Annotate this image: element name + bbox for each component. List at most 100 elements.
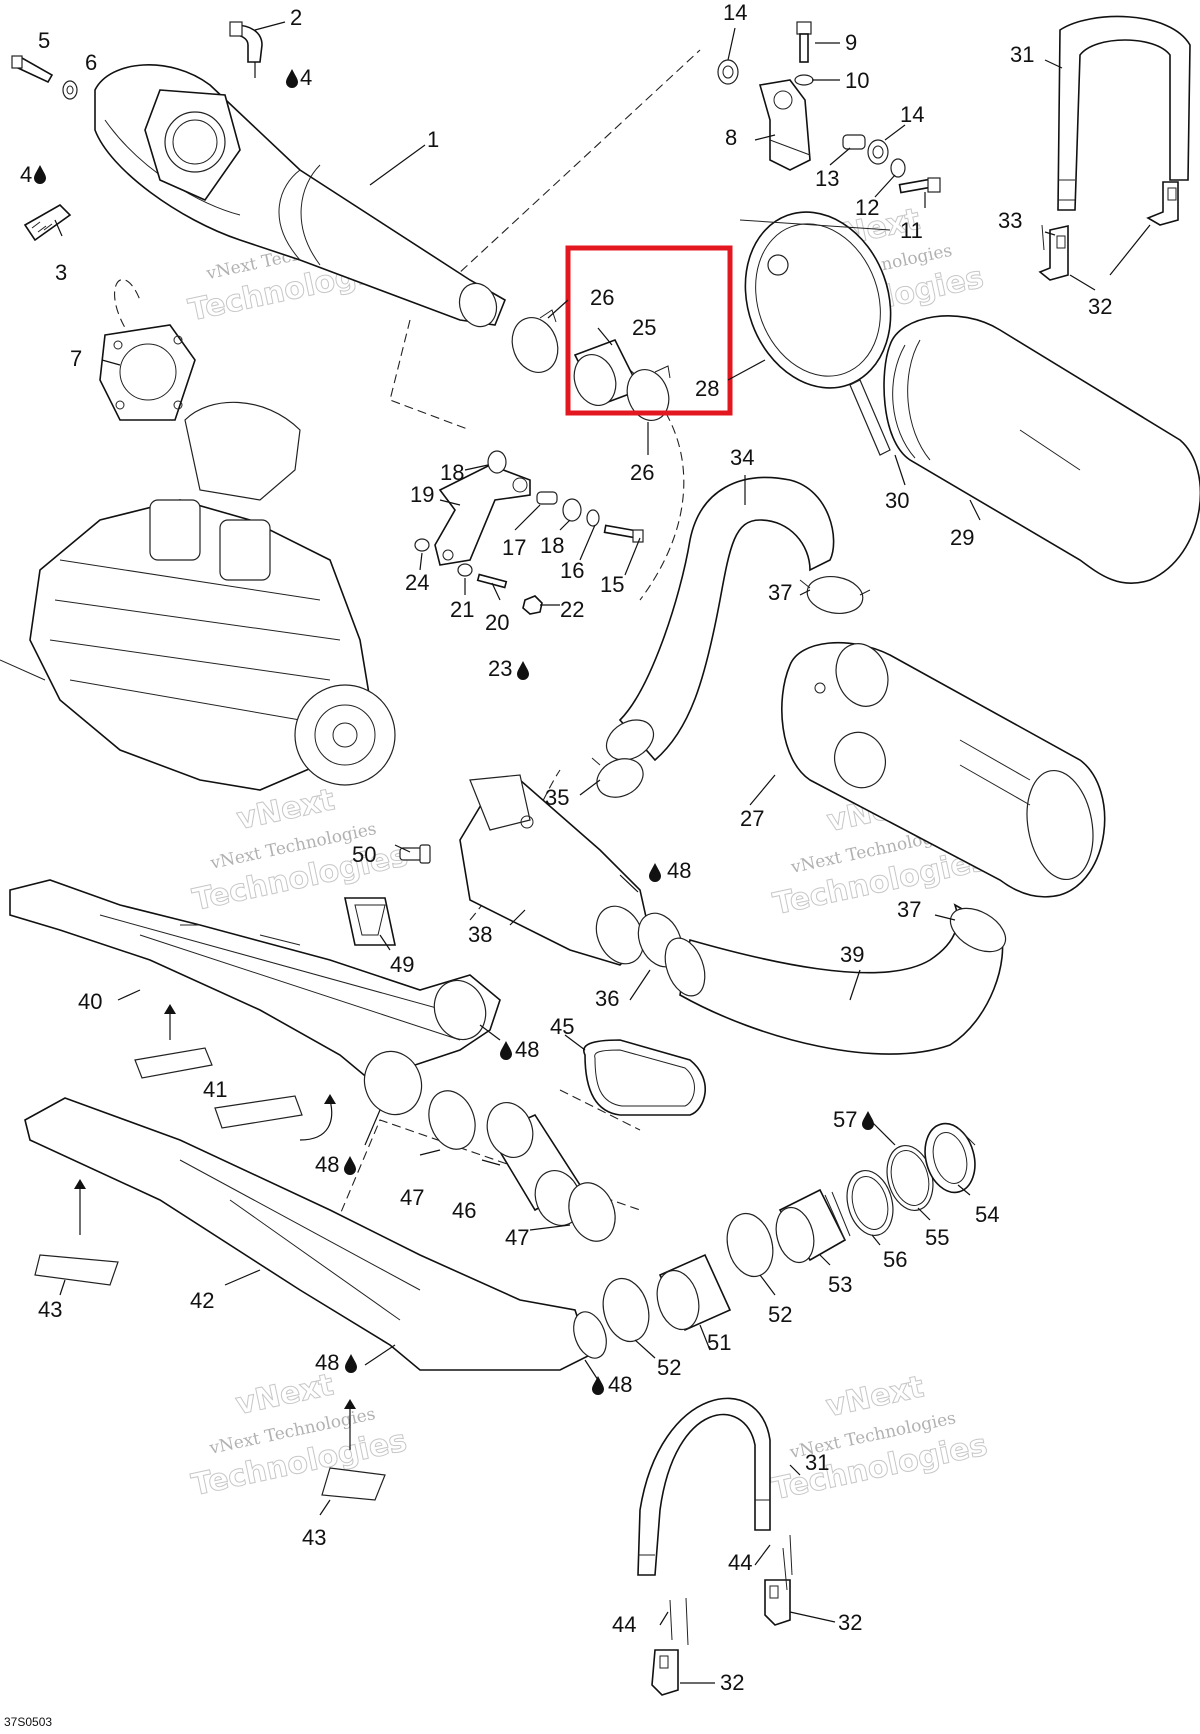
drop-icon (345, 1354, 357, 1373)
washer-10 (794, 74, 814, 86)
callout-50: 50 (352, 842, 376, 867)
grommet-18 (562, 498, 582, 522)
washer-16 (586, 509, 600, 527)
callout-43-bottom: 43 (302, 1525, 326, 1550)
callout-44-lower: 44 (612, 1612, 636, 1637)
decal-41-a (134, 1004, 213, 1079)
drop-icon (517, 661, 529, 680)
pipe-42 (24, 1097, 607, 1371)
callout-34: 34 (730, 445, 754, 470)
callout-31-bottom: 31 (805, 1450, 829, 1475)
gasket-56 (846, 1170, 894, 1236)
callout-11: 11 (900, 218, 923, 243)
callout-54: 54 (975, 1202, 999, 1227)
clip-49 (344, 897, 396, 946)
callout-18: 18 (540, 533, 564, 558)
o-ring-55 (886, 1145, 934, 1211)
callout-24: 24 (405, 570, 429, 595)
callout-44-upper: 44 (728, 1550, 752, 1575)
washer-12 (890, 158, 906, 178)
decal-41-b (214, 1094, 336, 1141)
callout-8: 8 (725, 125, 737, 150)
silencer-27 (781, 641, 1106, 898)
gasket-7 (99, 324, 196, 421)
callout-36: 36 (595, 986, 619, 1011)
outlet-53 (775, 1188, 851, 1264)
bracket-32-top (1146, 181, 1179, 226)
decal-43-top (34, 1179, 119, 1286)
hose-51 (656, 1253, 732, 1332)
callout-4-left: 4 (20, 162, 32, 187)
callout-22: 22 (560, 597, 584, 622)
washer-21 (457, 563, 473, 577)
callout-47-right: 47 (505, 1225, 529, 1250)
clamp-37-top (799, 576, 871, 614)
callout-14-right: 14 (900, 102, 924, 127)
callout-26-top: 26 (590, 285, 614, 310)
callout-48-a: 48 (667, 858, 691, 883)
pipe-flange (144, 89, 241, 201)
grommet-14-top (717, 59, 739, 85)
callout-31-top: 31 (1010, 42, 1034, 67)
callout-20: 20 (485, 610, 509, 635)
bolt-9 (796, 21, 812, 63)
callout-37-top: 37 (768, 580, 792, 605)
clamp-26-right (626, 365, 671, 421)
rivet-44-upper (782, 1534, 793, 1591)
decal-43-bottom (321, 1399, 386, 1501)
svg-text:vNext: vNext (233, 1367, 337, 1422)
clamp-52-left (602, 1277, 650, 1343)
callout-4-right: 4 (300, 65, 312, 90)
callout-2: 2 (290, 5, 302, 30)
coupling-25 (573, 338, 642, 407)
callout-15: 15 (600, 572, 624, 597)
drop-icon (34, 165, 46, 184)
callout-32-mid: 32 (838, 1610, 862, 1635)
callout-28: 28 (695, 376, 719, 401)
washer-24 (414, 538, 430, 552)
rivet-44-lower (669, 1597, 689, 1646)
callout-46: 46 (452, 1198, 476, 1223)
callout-49: 49 (390, 952, 414, 977)
callout-labels: 1 2 4 4 3 5 6 7 14 9 10 8 14 13 12 11 31… (20, 0, 1112, 1695)
callout-1: 1 (427, 127, 439, 152)
drawing-code: 37S0503 (4, 1715, 52, 1729)
callout-48-b: 48 (515, 1037, 539, 1062)
callout-47-left: 47 (400, 1185, 424, 1210)
callout-29: 29 (950, 525, 974, 550)
pipe-34 (605, 476, 835, 762)
callout-13: 13 (815, 166, 839, 191)
bracket-32-low (651, 1649, 679, 1696)
muffler-29 (883, 315, 1200, 584)
muffler-end-28 (739, 211, 892, 389)
screw-5 (11, 55, 54, 84)
grommet-18-top (487, 450, 507, 474)
callout-7: 7 (70, 346, 82, 371)
heat-shield-40 (9, 879, 501, 1116)
callout-32-low: 32 (720, 1670, 744, 1695)
nut-54 (924, 1122, 976, 1194)
callout-48-c: 48 (315, 1152, 339, 1177)
callout-5: 5 (38, 28, 50, 53)
callout-51: 51 (707, 1330, 731, 1355)
callout-25: 25 (632, 315, 656, 340)
fitting-2 (229, 21, 263, 63)
callout-9: 9 (845, 30, 857, 55)
callout-53: 53 (828, 1272, 852, 1297)
drop-icon (500, 1041, 512, 1060)
strap-31-top (1057, 15, 1191, 211)
watermark-bottom-right: vNext vNext Technologies Technologies (769, 1369, 991, 1508)
callout-27: 27 (740, 806, 764, 831)
resonator-38 (459, 774, 651, 966)
callout-16: 16 (560, 558, 584, 583)
bolt-11 (898, 177, 941, 194)
callout-19: 19 (410, 482, 434, 507)
clamp-37-right (949, 907, 1007, 953)
clamp-52-right (726, 1212, 774, 1278)
callout-35: 35 (545, 785, 569, 810)
callout-38: 38 (468, 922, 492, 947)
spacer-17 (536, 491, 558, 505)
stud-20 (476, 573, 508, 589)
callout-6: 6 (85, 50, 97, 75)
